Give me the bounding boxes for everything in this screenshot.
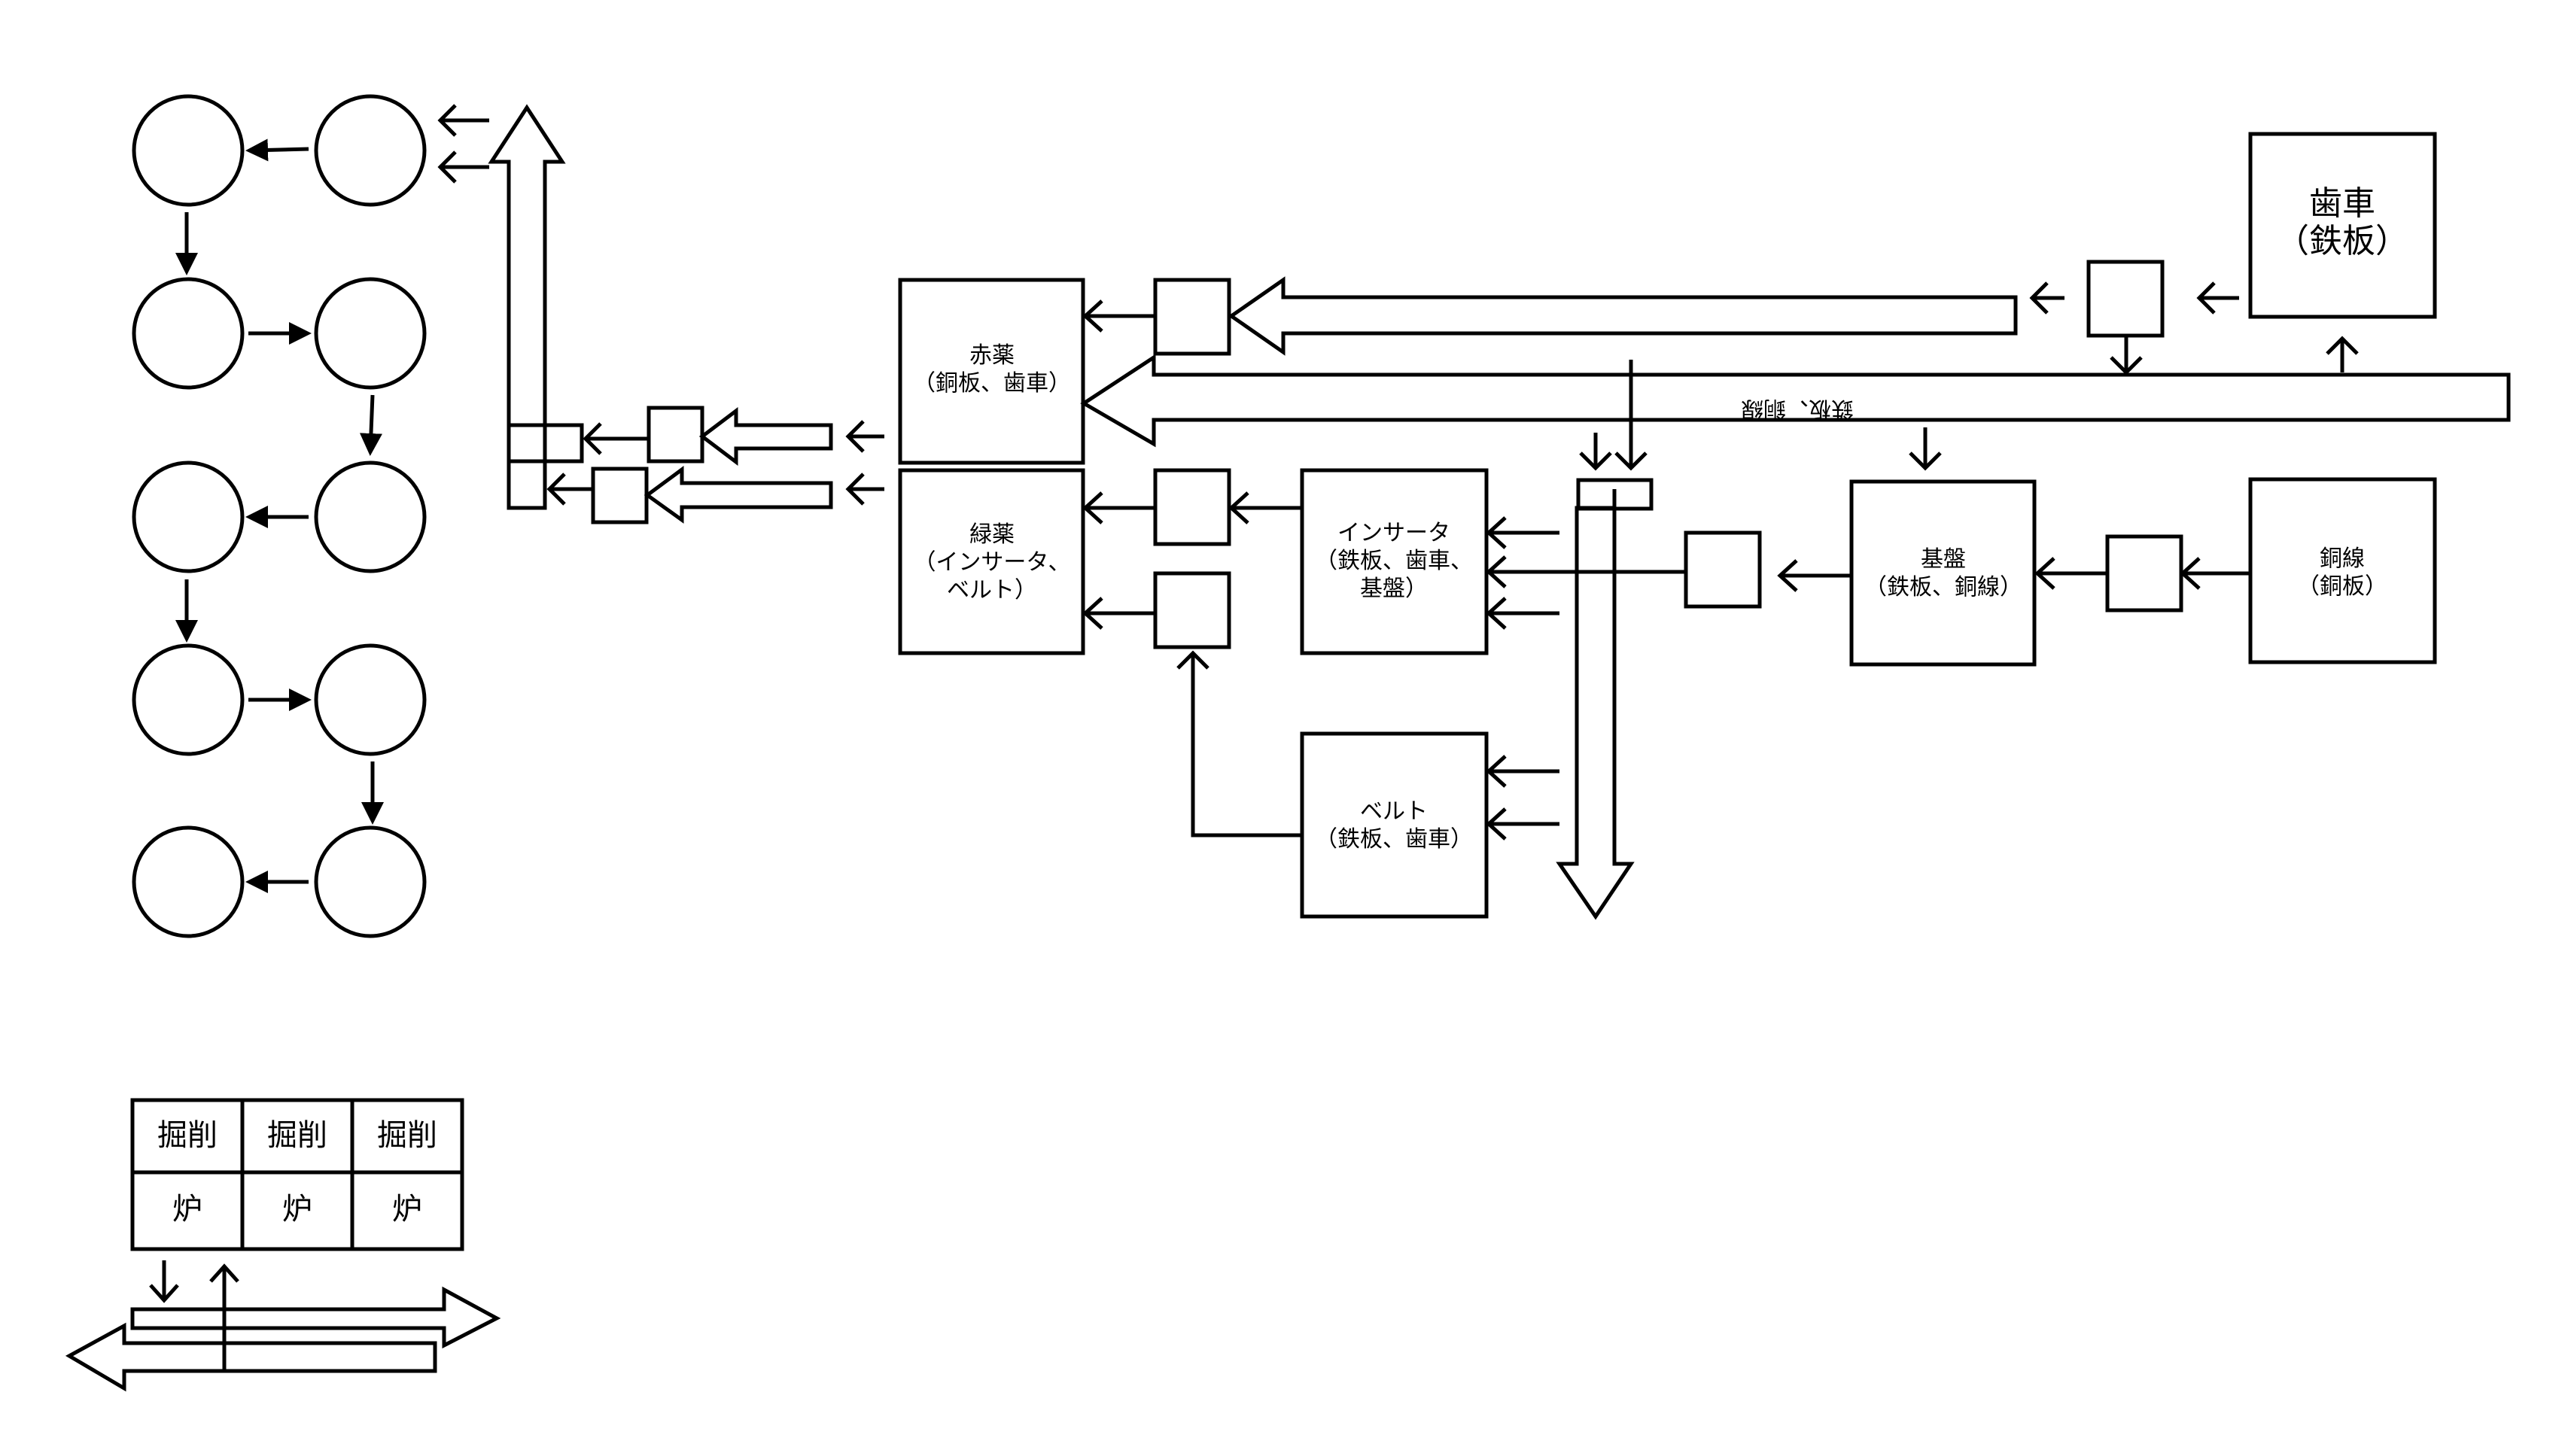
open-arrow: [1777, 557, 2250, 592]
lab-circle: [132, 825, 245, 938]
mining-cell-top: 掘削: [157, 1118, 218, 1153]
inserter-inputs: 基盤）: [1360, 576, 1428, 602]
red-potion-title: 赤薬: [969, 342, 1015, 369]
plate-belt-left: [65, 1322, 437, 1392]
inserter-box: [2086, 260, 2165, 338]
lab-circle: [132, 643, 245, 756]
mining-cell-top: 掘削: [377, 1118, 437, 1153]
lab-circle: [314, 94, 427, 207]
green-potion-inputs: ベルト）: [947, 577, 1037, 603]
mining-cell-top: 掘削: [267, 1118, 327, 1153]
feed-arrow: [698, 406, 833, 467]
gear-title: 歯車: [2309, 184, 2375, 223]
copper-wire-assembler: [2248, 477, 2437, 664]
open-arrow: [1486, 516, 1559, 840]
belt-assembler: [1300, 731, 1489, 919]
inserter-assembler: [1300, 468, 1489, 655]
circuit-inputs: （鉄板、銅線）: [1864, 574, 2022, 600]
flow-arrow: [359, 394, 382, 456]
open-arrow: [1579, 281, 2359, 471]
open-arrow: [1082, 299, 1301, 630]
circuit-title: 基盤: [1921, 546, 1966, 573]
red-potion-assembler: [898, 278, 1085, 465]
green-potion-title: 緑薬: [969, 521, 1015, 548]
belt-to-inserter-line: [1191, 653, 1302, 837]
lab-circle: [314, 461, 427, 573]
lab-circle: [132, 461, 245, 573]
copper-wire-inputs: （銅板）: [2297, 573, 2387, 600]
circuit-assembler: [1849, 479, 2037, 667]
mining-grid: [130, 1098, 464, 1251]
gear-inputs: （鉄板）: [2276, 222, 2408, 260]
lab-circle: [314, 825, 427, 938]
red-potion-inputs: （銅板、歯車）: [913, 370, 1071, 397]
lab-circle: [314, 277, 427, 390]
green-potion-assembler: [898, 468, 1085, 655]
lab-circle: [132, 94, 245, 207]
feed-arrow: [644, 466, 833, 524]
open-arrow: [149, 1260, 239, 1371]
lab-feed-belt: [488, 104, 566, 510]
open-arrow: [546, 420, 884, 506]
ore-belt-right: [130, 1286, 501, 1349]
furnace-cell: 炉: [172, 1192, 202, 1227]
inserter-box: [1153, 468, 1231, 546]
down-belt: [1556, 506, 1635, 920]
inserter-box: [1684, 530, 1762, 609]
belt-inputs: （鉄板、歯車）: [1315, 826, 1473, 853]
main-bus-label: 鉄板、銅線: [1741, 396, 1854, 422]
main-bus: [1080, 354, 2511, 448]
belt-title: ベルト: [1360, 798, 1428, 825]
furnace-cell: 炉: [392, 1192, 422, 1227]
inserter-box: [647, 406, 704, 464]
belt-splitter: [507, 423, 584, 464]
flow-arrow: [245, 138, 309, 162]
inserter-box: [1153, 571, 1231, 649]
open-arrow: [1176, 650, 1209, 670]
copper-wire-title: 銅線: [2320, 546, 2365, 572]
inserter-box: [2105, 534, 2183, 612]
gear-feed-arrow: [1228, 276, 2018, 356]
inserter-box: [591, 467, 649, 524]
inserter-title: インサータ: [1337, 520, 1450, 546]
lab-circle: [132, 277, 245, 390]
open-arrow: [437, 104, 489, 184]
gear-assembler: [2248, 132, 2437, 319]
inserter-inputs: （鉄板、歯車、: [1315, 548, 1473, 574]
lab-circle: [314, 643, 427, 756]
inserter-box: [1153, 278, 1231, 356]
furnace-cell: 炉: [282, 1192, 312, 1227]
green-potion-inputs: （インサータ、: [913, 549, 1070, 576]
lab-snake: [132, 94, 427, 938]
